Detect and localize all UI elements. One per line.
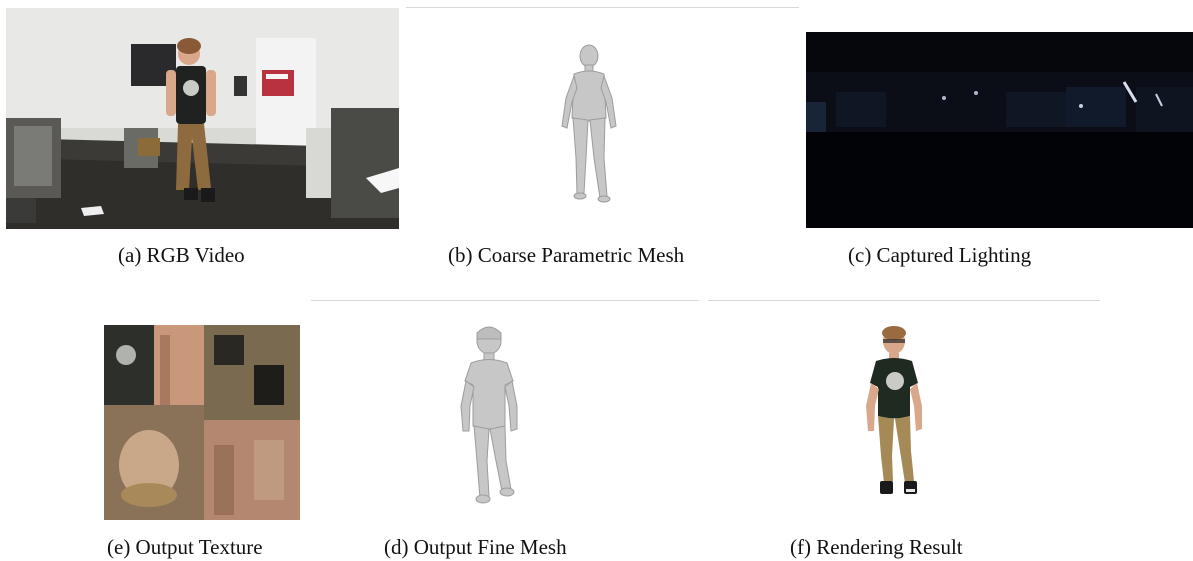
caption-b: (b) Coarse Parametric Mesh (448, 243, 684, 268)
rgb-video-image (6, 8, 399, 229)
rendering-result-image (708, 301, 1100, 523)
caption-e: (e) Output Texture (107, 535, 263, 560)
fine-mesh-image (311, 301, 699, 523)
caption-f: (f) Rendering Result (790, 535, 963, 560)
caption-c: (c) Captured Lighting (848, 243, 1031, 268)
caption-a: (a) RGB Video (118, 243, 245, 268)
caption-d: (d) Output Fine Mesh (384, 535, 567, 560)
coarse-mesh-image (406, 8, 799, 229)
captured-lighting-image (806, 32, 1193, 228)
output-texture-image (104, 325, 300, 520)
